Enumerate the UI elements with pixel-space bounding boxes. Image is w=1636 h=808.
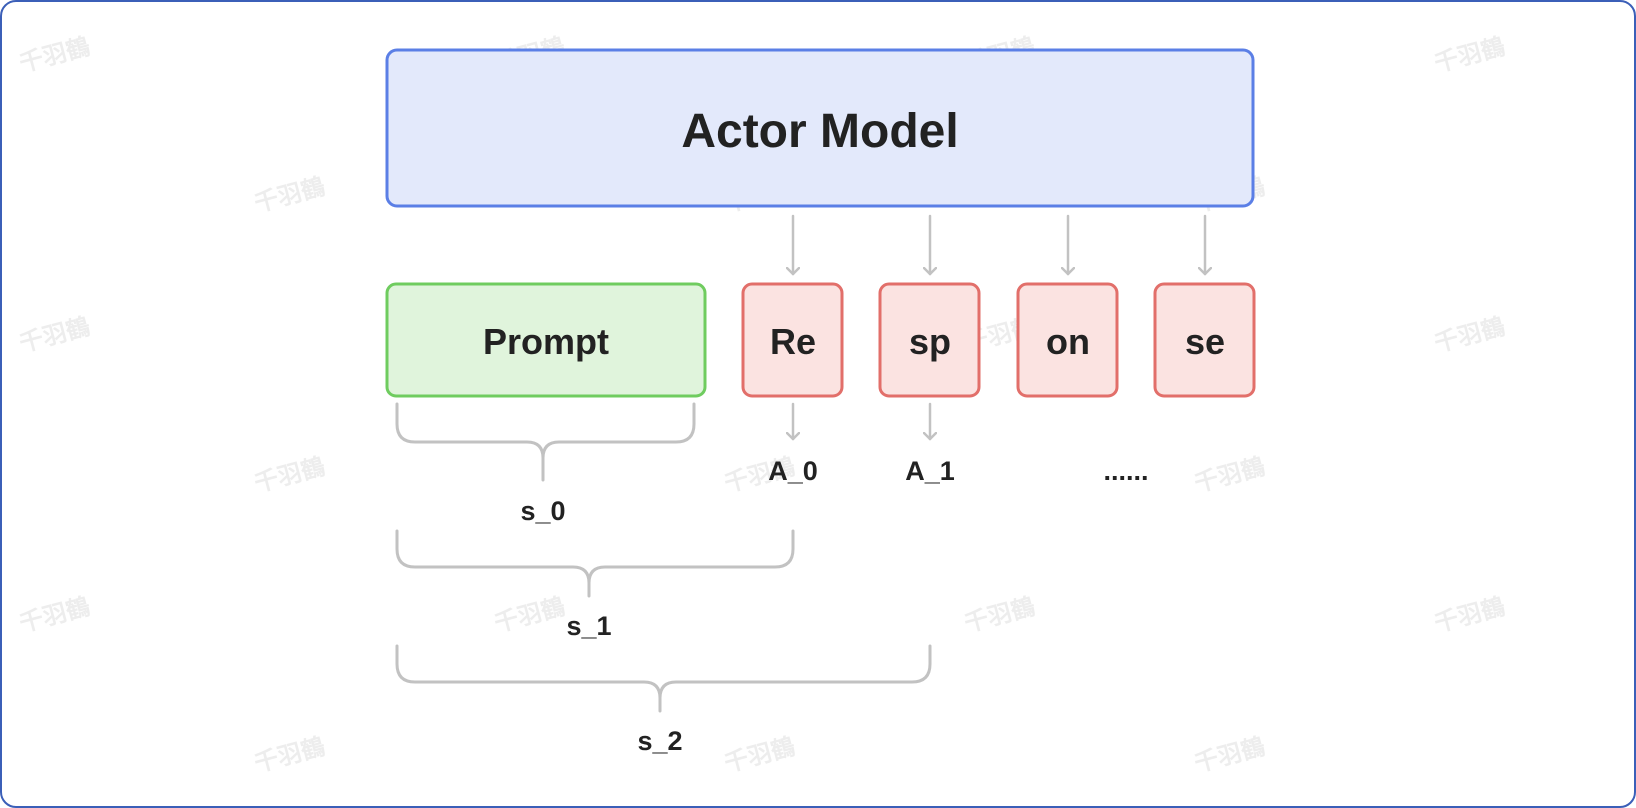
token-label: Re: [770, 321, 816, 362]
state-braces: [395, 402, 932, 713]
prompt-box: [385, 282, 707, 398]
actor-model-box: [385, 48, 1255, 208]
state-label-s0: s_0: [520, 496, 565, 526]
watermark: 千羽鶴: [16, 592, 93, 638]
prompt-label: Prompt: [483, 321, 609, 362]
action-arrows: [793, 402, 930, 441]
watermark: 千羽鶴: [251, 452, 328, 498]
watermark: 千羽鶴: [1191, 732, 1268, 778]
brace-s2: [395, 644, 932, 713]
watermark: 千羽鶴: [721, 732, 798, 778]
token-box-on: [1016, 282, 1119, 398]
ellipsis-label: ......: [1103, 456, 1148, 486]
state-label-s2: s_2: [637, 726, 682, 756]
watermark: 千羽鶴: [16, 312, 93, 358]
token-box-se: [1153, 282, 1256, 398]
response-tokens: Re sp on se: [741, 282, 1256, 398]
watermark: 千羽鶴: [1191, 452, 1268, 498]
watermark: 千羽鶴: [251, 732, 328, 778]
watermark: 千羽鶴: [1431, 32, 1508, 78]
watermark: 千羽鶴: [491, 592, 568, 638]
token-label: se: [1185, 321, 1225, 362]
watermark: 千羽鶴: [1431, 312, 1508, 358]
state-label-s1: s_1: [566, 611, 611, 641]
watermark: 千羽鶴: [16, 32, 93, 78]
token-label: on: [1046, 321, 1090, 362]
brace-s0: [395, 402, 696, 482]
action-label-a1: A_1: [905, 456, 955, 486]
token-box-re: [741, 282, 844, 398]
watermark: 千羽鶴: [1431, 592, 1508, 638]
action-label-a0: A_0: [768, 456, 818, 486]
brace-s1: [395, 529, 795, 598]
token-label: sp: [909, 321, 951, 362]
actor-model-label: Actor Model: [681, 105, 958, 158]
actor-output-arrows: [793, 214, 1205, 276]
watermark: 千羽鶴: [961, 592, 1038, 638]
token-box-sp: [878, 282, 981, 398]
watermark: 千羽鶴: [251, 172, 328, 218]
